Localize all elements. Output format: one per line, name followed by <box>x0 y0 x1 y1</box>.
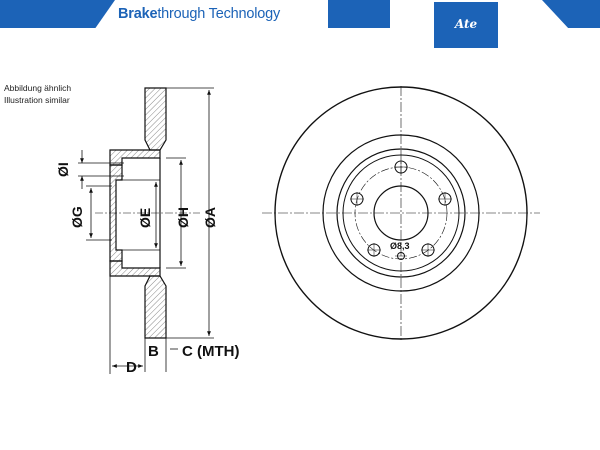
note-german: Abbildung ähnlich <box>4 83 72 93</box>
label-dia-i: ØI <box>55 162 71 177</box>
label-d: D <box>126 359 137 376</box>
disc-outer-edge <box>274 86 528 340</box>
header-band-left <box>0 0 115 28</box>
note-english: Illustration similar <box>4 95 70 105</box>
header-band-middle <box>328 0 390 28</box>
centre-bore <box>373 185 429 241</box>
label-dia-h: ØH <box>175 207 191 228</box>
label-hole-diameter: Ø8,3 <box>390 241 410 251</box>
friction-ring-inner <box>322 134 480 292</box>
hub-bottom <box>109 260 161 277</box>
bolt-holes <box>350 160 452 260</box>
dimension-labels: ØI ØG ØE ØH ØA B C (MTH) D <box>55 162 239 376</box>
hat-inner <box>342 154 460 272</box>
ate-logo-text: Ate <box>454 17 478 31</box>
brand-title: Brakethrough Technology <box>118 2 280 26</box>
dimension-lines <box>78 87 214 374</box>
label-c: C (MTH) <box>182 343 239 360</box>
label-b: B <box>148 343 159 360</box>
section-view <box>95 87 200 339</box>
brand-title-rest: through Technology <box>157 6 281 22</box>
label-dia-a: ØA <box>202 207 218 228</box>
label-dia-g: ØG <box>69 206 85 228</box>
ate-logo: Ate <box>434 2 498 48</box>
upper-friction-ring <box>144 87 167 151</box>
front-view: Ø8,3 <box>262 86 540 342</box>
label-dia-e: ØE <box>137 208 153 228</box>
lower-friction-ring <box>144 275 167 339</box>
hat-outer <box>336 148 466 278</box>
brand-title-bold: Brake <box>118 6 158 22</box>
